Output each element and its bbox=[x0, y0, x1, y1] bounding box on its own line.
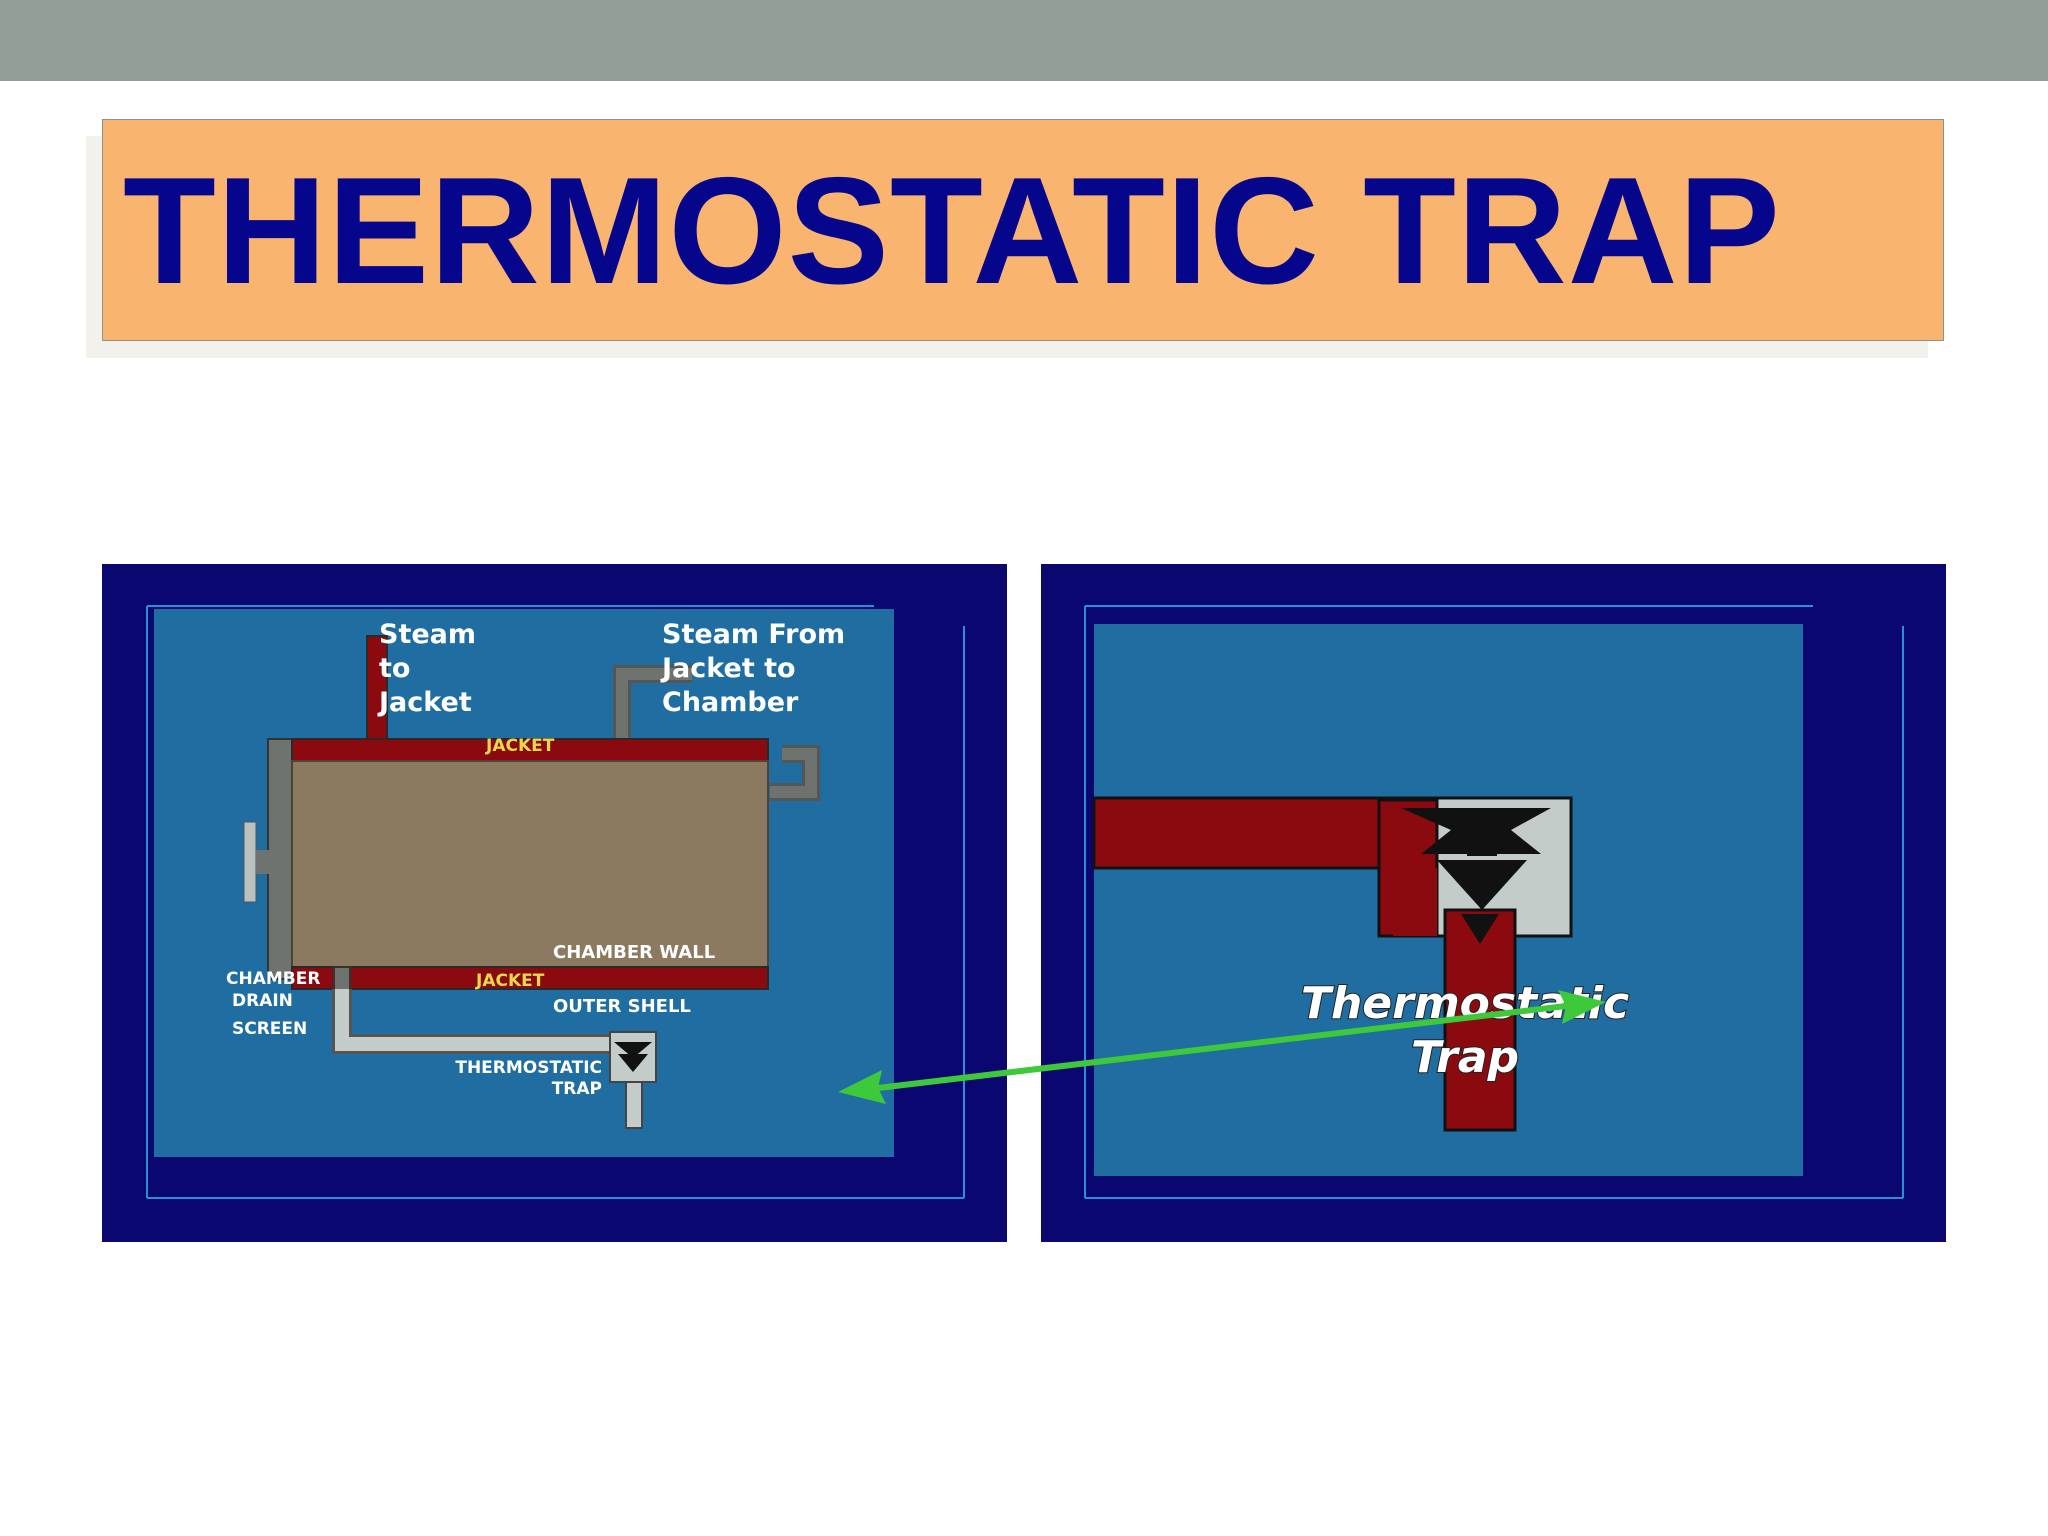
top-bar bbox=[0, 0, 2048, 81]
slide-title: THERMOSTATIC TRAP bbox=[123, 146, 1781, 316]
right-diagram-panel: Thermostatic Trap bbox=[1041, 564, 1946, 1242]
steam-from-jacket-label: Steam From Jacket to Chamber bbox=[660, 619, 845, 718]
title-box: THERMOSTATIC TRAP bbox=[102, 119, 1944, 341]
svg-text:SCREEN: SCREEN bbox=[232, 1019, 307, 1039]
thermostatic-trap-label: THERMOSTATIC TRAP bbox=[455, 1058, 602, 1099]
arrow-shaft bbox=[877, 1003, 1567, 1091]
outer-shell-label: OUTER SHELL bbox=[553, 996, 691, 1017]
sterilizer-diagram: Steam to Jacket Steam From Jacket to Cha… bbox=[146, 605, 965, 1199]
svg-text:Chamber: Chamber bbox=[662, 687, 799, 718]
svg-text:CHAMBER: CHAMBER bbox=[226, 969, 320, 989]
chamber-body bbox=[291, 760, 769, 968]
svg-text:Jacket: Jacket bbox=[377, 687, 472, 718]
jacket-bottom-label: JACKET bbox=[475, 971, 545, 991]
svg-text:Steam: Steam bbox=[379, 619, 476, 650]
steam-to-jacket-label: Steam to Jacket bbox=[377, 619, 476, 718]
trap-closeup-diagram: Thermostatic Trap bbox=[1084, 605, 1904, 1199]
svg-text:Trap: Trap bbox=[1411, 1032, 1519, 1083]
arrow-head-right bbox=[1558, 990, 1606, 1024]
svg-text:Steam From: Steam From bbox=[662, 619, 845, 650]
svg-text:Jacket to: Jacket to bbox=[660, 653, 796, 684]
chamber-wall-label: CHAMBER WALL bbox=[553, 942, 715, 963]
svg-text:TRAP: TRAP bbox=[552, 1079, 602, 1099]
svg-text:to: to bbox=[379, 653, 410, 684]
bellows-element bbox=[1401, 808, 1551, 854]
inlet-pipe bbox=[1092, 796, 1396, 870]
jacket-top-label: JACKET bbox=[485, 736, 555, 756]
arrow-head-left bbox=[838, 1070, 886, 1104]
outlet-pipe bbox=[1443, 908, 1517, 1132]
jacket-bottom bbox=[291, 966, 769, 990]
svg-text:THERMOSTATIC: THERMOSTATIC bbox=[455, 1058, 602, 1078]
svg-text:DRAIN: DRAIN bbox=[232, 991, 293, 1011]
chamber-drain-screen-label: CHAMBER DRAIN SCREEN bbox=[226, 969, 320, 1039]
left-diagram-panel: Steam to Jacket Steam From Jacket to Cha… bbox=[102, 564, 1007, 1242]
trap-outlet-pipe bbox=[625, 1081, 643, 1129]
